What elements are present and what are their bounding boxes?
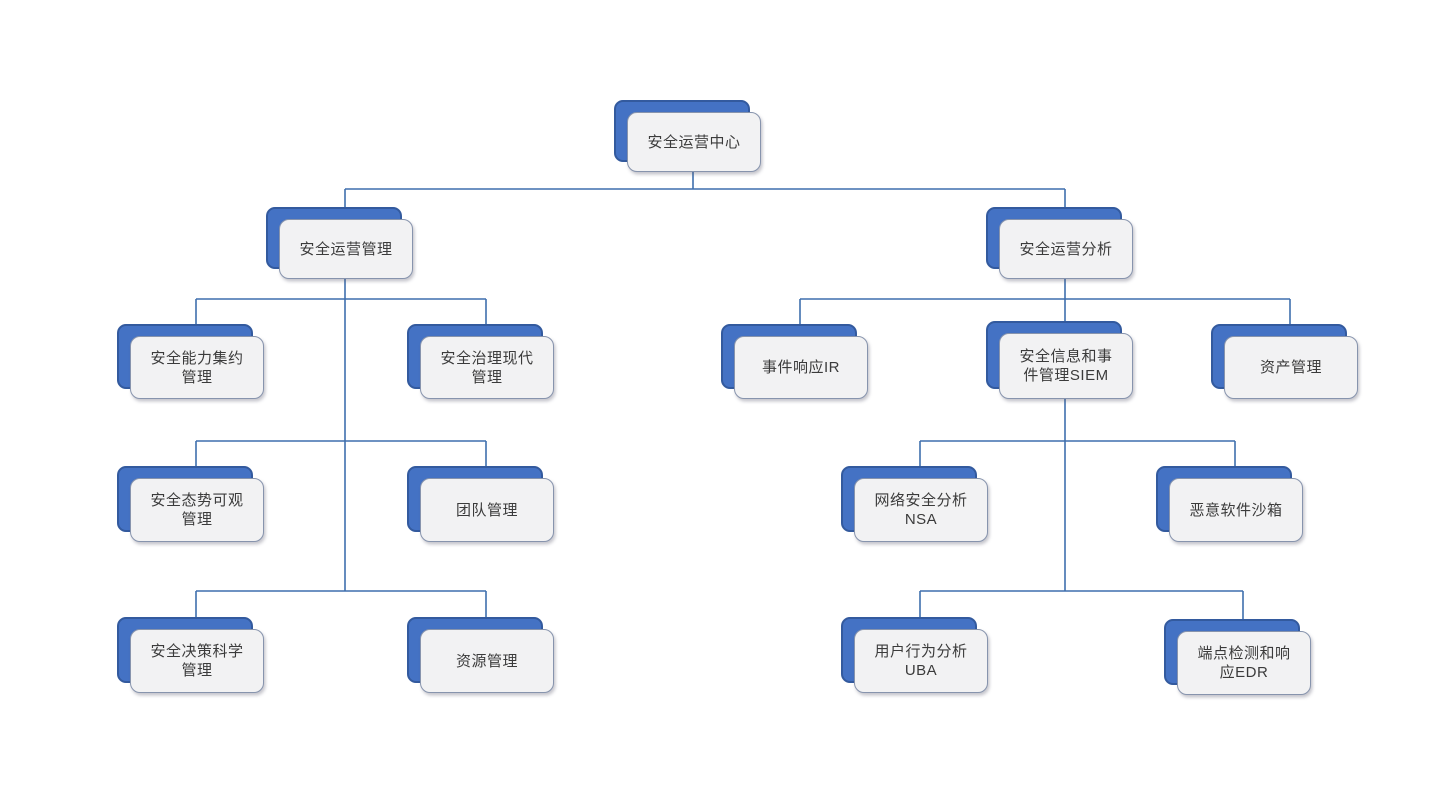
node-label-line1: 安全能力集约	[150, 349, 244, 367]
node-label-line2: UBA	[904, 662, 938, 679]
node-face: 安全运营管理	[279, 219, 413, 279]
node-label-line1: 团队管理	[455, 501, 518, 519]
node-face: 端点检测和响 应EDR	[1177, 631, 1311, 695]
node-label-line1: 网络安全分析	[874, 492, 968, 509]
node-face: 网络安全分析 NSA	[854, 478, 988, 542]
node-face: 事件响应IR	[734, 336, 868, 399]
node-label-line1: 事件响应IR	[761, 359, 840, 376]
node-label-line1: 资源管理	[455, 652, 518, 670]
node-label-line1: 安全治理现代	[440, 349, 534, 367]
node-face: 恶意软件沙箱	[1169, 478, 1303, 542]
node-label-line1: 安全决策科学	[150, 643, 244, 660]
node-face: 资产管理	[1224, 336, 1358, 399]
org-node-ops-analysis: 安全运营分析	[986, 207, 1133, 279]
org-node-malware-sandbox: 恶意软件沙箱	[1156, 466, 1303, 542]
node-label-line1: 安全运营分析	[1019, 240, 1113, 258]
node-label-line1: 安全态势可观	[150, 492, 244, 509]
node-face: 安全信息和事 件管理SIEM	[999, 333, 1133, 399]
node-face: 用户行为分析 UBA	[854, 629, 988, 693]
org-node-nsa: 网络安全分析 NSA	[841, 466, 988, 542]
node-label-line1: 端点检测和响	[1197, 645, 1291, 662]
node-face: 安全决策科学 管理	[130, 629, 264, 693]
node-face: 团队管理	[420, 478, 554, 542]
node-label-line2: NSA	[904, 511, 938, 528]
node-label-line1: 恶意软件沙箱	[1189, 501, 1283, 519]
node-label-line2: 件管理SIEM	[1023, 367, 1109, 384]
node-label-line1: 安全信息和事	[1019, 348, 1113, 365]
org-node-posture-mgmt: 安全态势可观 管理	[117, 466, 264, 542]
org-node-uba: 用户行为分析 UBA	[841, 617, 988, 693]
node-face: 安全运营中心	[627, 112, 761, 172]
node-face: 安全能力集约 管理	[130, 336, 264, 399]
org-node-ops-management: 安全运营管理	[266, 207, 413, 279]
node-face: 安全治理现代 管理	[420, 336, 554, 399]
org-node-team-mgmt: 团队管理	[407, 466, 554, 542]
node-face: 安全运营分析	[999, 219, 1133, 279]
org-node-decision-mgmt: 安全决策科学 管理	[117, 617, 264, 693]
org-node-siem: 安全信息和事 件管理SIEM	[986, 321, 1133, 399]
org-node-incident-response: 事件响应IR	[721, 324, 868, 399]
node-face: 资源管理	[420, 629, 554, 693]
org-node-governance-mgmt: 安全治理现代 管理	[407, 324, 554, 399]
node-label-line1: 安全运营中心	[647, 133, 741, 151]
node-label-line1: 资产管理	[1259, 359, 1322, 376]
org-node-root: 安全运营中心	[614, 100, 761, 172]
node-face: 安全态势可观 管理	[130, 478, 264, 542]
org-node-asset-mgmt: 资产管理	[1211, 324, 1358, 399]
org-node-capability-mgmt: 安全能力集约 管理	[117, 324, 264, 399]
node-label-line1: 用户行为分析	[874, 643, 968, 660]
node-label-line2: 管理	[181, 662, 213, 679]
org-node-edr: 端点检测和响 应EDR	[1164, 619, 1311, 695]
org-node-resource-mgmt: 资源管理	[407, 617, 554, 693]
node-label-line2: 管理	[181, 368, 213, 386]
node-label-line2: 管理	[471, 368, 503, 386]
node-label-line2: 应EDR	[1219, 664, 1269, 681]
node-label-line1: 安全运营管理	[299, 240, 393, 258]
node-label-line2: 管理	[181, 511, 213, 528]
